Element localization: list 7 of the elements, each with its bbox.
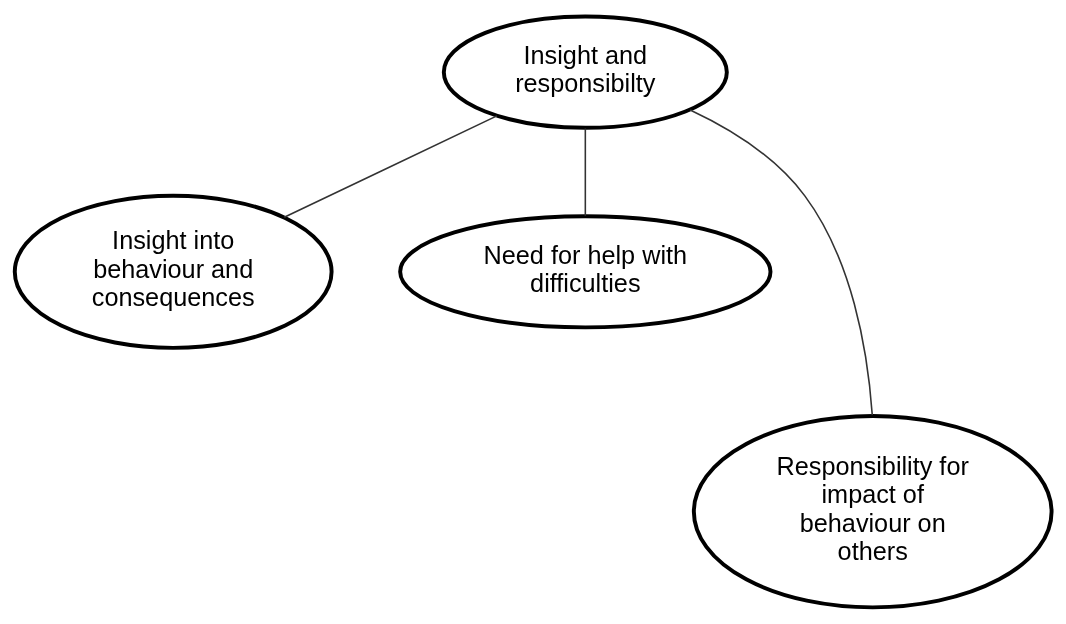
connector [689, 109, 874, 416]
node-ellipse: Need for help with difficulties [398, 214, 773, 330]
connector [584, 127, 587, 217]
node-ellipse: Insight into behaviour and consequences [12, 193, 334, 350]
connector [283, 115, 498, 219]
node-ellipse: Responsibility for impact of behaviour on others [691, 413, 1054, 610]
node-ellipse: Insight and responsibilty [441, 14, 729, 130]
